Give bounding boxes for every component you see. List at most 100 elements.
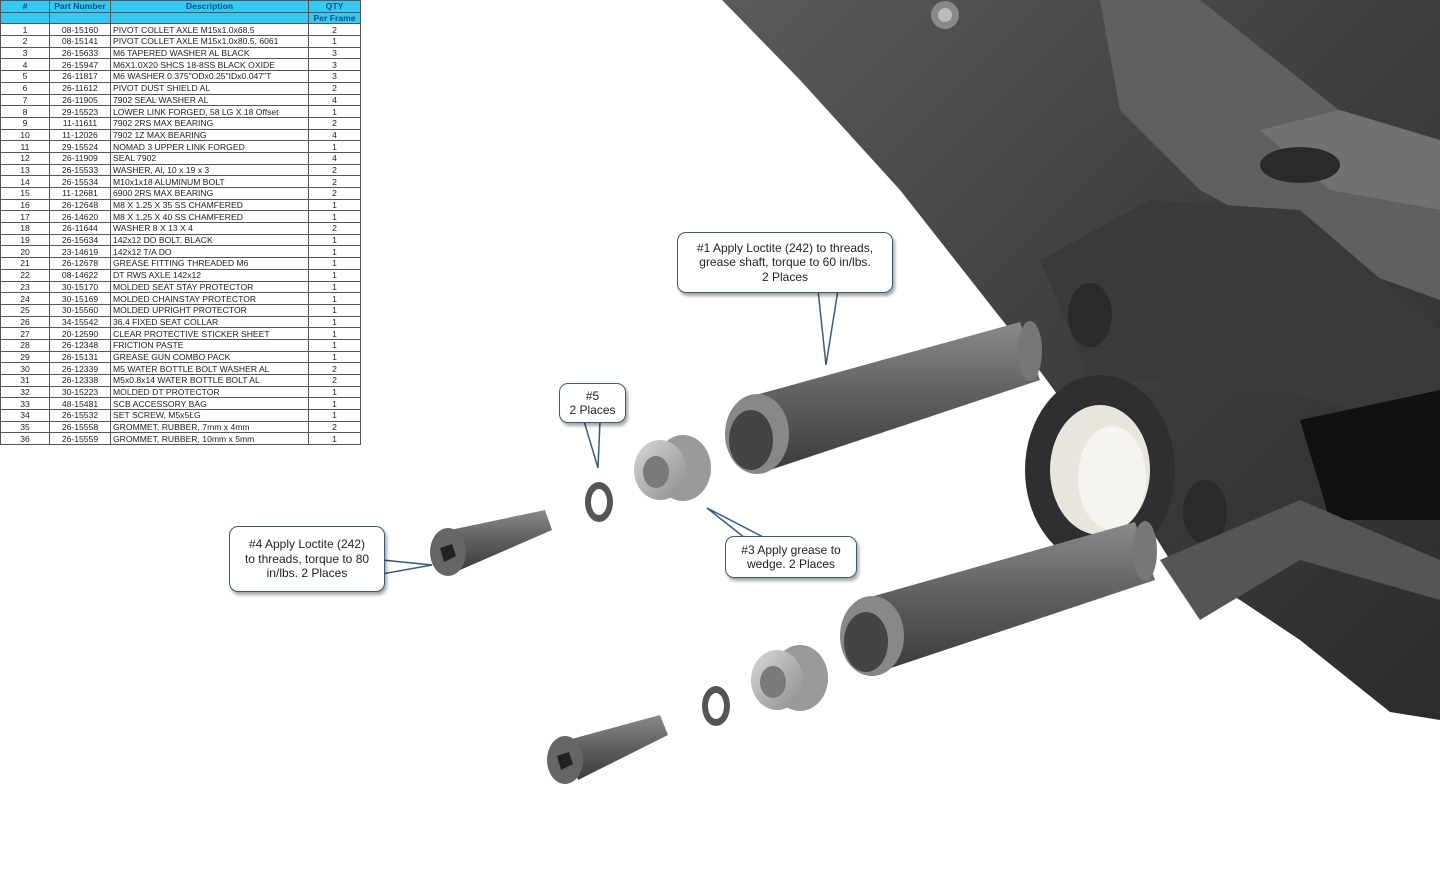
description: 7902 SEAL WASHER AL bbox=[110, 93, 309, 107]
part-number: 26-11817 bbox=[49, 70, 111, 83]
description: 7902 2RS MAX BEARING bbox=[110, 116, 309, 130]
item-number: 10 bbox=[0, 128, 50, 142]
item-number: 34 bbox=[0, 409, 50, 422]
item-number: 36 bbox=[0, 432, 50, 446]
item-number: 33 bbox=[0, 397, 50, 411]
description: DT RWS AXLE 142x12 bbox=[110, 268, 309, 282]
subheader-blank bbox=[49, 11, 111, 25]
part-number: 26-15131 bbox=[49, 350, 111, 364]
description: M8 X 1.25 X 35 SS CHAMFERED bbox=[110, 198, 309, 212]
callout-line: wedge. 2 Places bbox=[746, 557, 836, 571]
part-number: 26-11909 bbox=[49, 151, 111, 165]
qty: 1 bbox=[308, 409, 361, 422]
qty: 3 bbox=[308, 70, 361, 83]
item-number: 30 bbox=[0, 362, 50, 375]
qty: 1 bbox=[308, 338, 361, 352]
description: GROMMET, RUBBER, 10mm x 5mm bbox=[110, 432, 309, 446]
description: WASHER 8 X 13 X 4 bbox=[110, 222, 309, 235]
description: 6900 2RS MAX BEARING bbox=[110, 187, 309, 200]
callout-line: 2 Places bbox=[569, 403, 616, 417]
qty: 2 bbox=[308, 222, 361, 235]
qty: 2 bbox=[308, 374, 361, 387]
description: M6 WASHER 0.375"ODx0.25"IDx0.047"T bbox=[110, 70, 309, 83]
qty: 2 bbox=[308, 23, 361, 37]
part-number: 26-12648 bbox=[49, 198, 111, 212]
description: M5x0.8x14 WATER BOTTLE BOLT AL bbox=[110, 374, 309, 387]
item-number: 32 bbox=[0, 385, 50, 399]
part-number: 23-14619 bbox=[49, 245, 111, 259]
table-subheader-row: Per Frame bbox=[0, 11, 361, 25]
item-number: 25 bbox=[0, 303, 50, 317]
item-number: 27 bbox=[0, 327, 50, 340]
qty: 4 bbox=[308, 151, 361, 165]
description: PIVOT DUST SHIELD AL bbox=[110, 81, 309, 95]
pivot-axle-upper bbox=[725, 321, 1042, 474]
description: MOLDED CHAINSTAY PROTECTOR bbox=[110, 292, 309, 305]
qty: 2 bbox=[308, 116, 361, 130]
qty: 1 bbox=[308, 292, 361, 305]
qty: 1 bbox=[308, 432, 361, 446]
description: SET SCREW, M5x5LG bbox=[110, 409, 309, 422]
description: 142x12 T/A DO bbox=[110, 245, 309, 259]
description: WASHER, Al, 10 x 19 x 3 bbox=[110, 163, 309, 177]
part-number: 26-12339 bbox=[49, 362, 111, 375]
part-number: 26-15634 bbox=[49, 233, 111, 247]
header-description: Description bbox=[110, 0, 309, 13]
item-number: 9 bbox=[0, 116, 50, 130]
qty: 1 bbox=[308, 315, 361, 329]
qty: 2 bbox=[308, 81, 361, 95]
item-number: 13 bbox=[0, 163, 50, 177]
description: GREASE GUN COMBO PACK bbox=[110, 350, 309, 364]
item-number: 11 bbox=[0, 140, 50, 153]
qty: 1 bbox=[308, 327, 361, 340]
description: GROMMET, RUBBER, 7mm x 4mm bbox=[110, 420, 309, 434]
m6-washers bbox=[585, 482, 730, 726]
part-number: 26-12348 bbox=[49, 338, 111, 352]
qty: 1 bbox=[308, 198, 361, 212]
item-number: 22 bbox=[0, 268, 50, 282]
description: MOLDED SEAT STAY PROTECTOR bbox=[110, 280, 309, 294]
qty: 1 bbox=[308, 397, 361, 411]
description: M8 X 1.25 X 40 SS CHAMFERED bbox=[110, 210, 309, 224]
description: 7902 1Z MAX BEARING bbox=[110, 128, 309, 142]
item-number: 8 bbox=[0, 105, 50, 118]
item-number: 20 bbox=[0, 245, 50, 259]
item-number: 28 bbox=[0, 338, 50, 352]
item-number: 15 bbox=[0, 187, 50, 200]
item-number: 6 bbox=[0, 81, 50, 95]
item-number: 35 bbox=[0, 420, 50, 434]
part-number: 26-15633 bbox=[49, 46, 111, 60]
part-number: 08-15141 bbox=[49, 35, 111, 48]
description: M6 TAPERED WASHER AL BLACK bbox=[110, 46, 309, 60]
part-number: 08-14622 bbox=[49, 268, 111, 282]
part-number: 11-12026 bbox=[49, 128, 111, 142]
callout-line: #1 Apply Loctite (242) to threads, bbox=[696, 240, 874, 255]
item-number: 29 bbox=[0, 350, 50, 364]
table-header-row: # Part Number Description QTY bbox=[0, 0, 361, 13]
callout-line: #4 Apply Loctite (242) bbox=[248, 537, 366, 552]
part-number: 26-12338 bbox=[49, 374, 111, 387]
part-number: 26-15559 bbox=[49, 432, 111, 446]
part-number: 26-15532 bbox=[49, 409, 111, 422]
